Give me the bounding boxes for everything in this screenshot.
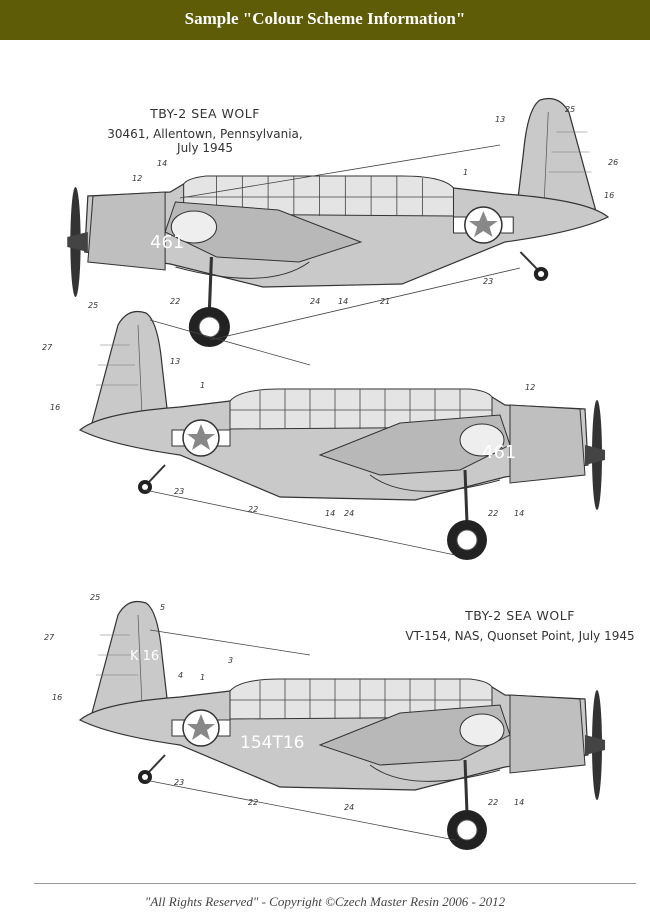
callout: 16	[52, 693, 62, 702]
footer-divider	[34, 883, 636, 884]
fuselage-code: 461	[150, 232, 184, 253]
callout: 27	[44, 633, 55, 642]
callout: 1	[200, 381, 205, 390]
callout: 14	[157, 159, 167, 168]
aircraft-profile-1: 461 25 13 26 1 16 14 12 22 24 14 21 23	[65, 96, 618, 349]
callout: 4	[178, 671, 183, 680]
aircraft-profile-3: 154T16 K 16 25 5 27 4 3 1 16 23 22 24 22…	[44, 593, 607, 852]
callout: 1	[200, 673, 205, 682]
callout: 25	[88, 301, 98, 310]
fuselage-code: 461	[482, 442, 516, 463]
callout: 22	[248, 798, 258, 807]
callout: 13	[495, 115, 505, 124]
callout: 22	[170, 297, 180, 306]
callout: 13	[170, 357, 180, 366]
callout: 12	[132, 174, 142, 183]
callout: 14	[514, 798, 524, 807]
aircraft-type: TBY-2 SEA WOLF	[150, 106, 260, 121]
callout: 14	[514, 509, 524, 518]
callout: 22	[488, 798, 498, 807]
callout: 27	[42, 343, 53, 352]
aircraft-profile-2: 461 27 25 13 1 16 23 22 14 24 12 22 14	[42, 301, 607, 562]
callout: 26	[608, 158, 618, 167]
callout: 23	[174, 778, 184, 787]
caption-aircraft-1: TBY-2 SEA WOLF 30461, Allentown, Pennsyl…	[100, 106, 310, 155]
callout: 23	[483, 277, 493, 286]
callout: 21	[380, 297, 390, 306]
callout: 25	[90, 593, 100, 602]
callout: 16	[604, 191, 614, 200]
callout: 24	[344, 509, 354, 518]
callout: 24	[310, 297, 320, 306]
fuselage-code: 154T16	[240, 733, 304, 753]
header-title: Sample "Colour Scheme Information"	[184, 9, 466, 28]
callout: 3	[228, 656, 233, 665]
callout: 23	[174, 487, 184, 496]
callout: 25	[565, 105, 575, 114]
tail-code: K 16	[130, 649, 159, 664]
caption-aircraft-3: TBY-2 SEA WOLF VT-154, NAS, Quonset Poin…	[395, 608, 645, 643]
footer-copyright: "All Rights Reserved" - Copyright ©Czech…	[144, 894, 506, 909]
callout: 5	[160, 603, 165, 612]
aircraft-subtitle: 30461, Allentown, Pennsylvania, July 194…	[107, 127, 303, 155]
callout: 14	[338, 297, 348, 306]
callout: 22	[248, 505, 258, 514]
callout: 16	[50, 403, 60, 412]
aircraft-subtitle: VT-154, NAS, Quonset Point, July 1945	[405, 629, 635, 643]
callout: 1	[463, 168, 468, 177]
callout: 24	[344, 803, 354, 812]
callout: 12	[525, 383, 535, 392]
callout: 22	[488, 509, 498, 518]
aircraft-type: TBY-2 SEA WOLF	[465, 608, 575, 623]
page-header: Sample "Colour Scheme Information"	[0, 0, 650, 40]
callout: 14	[325, 509, 335, 518]
